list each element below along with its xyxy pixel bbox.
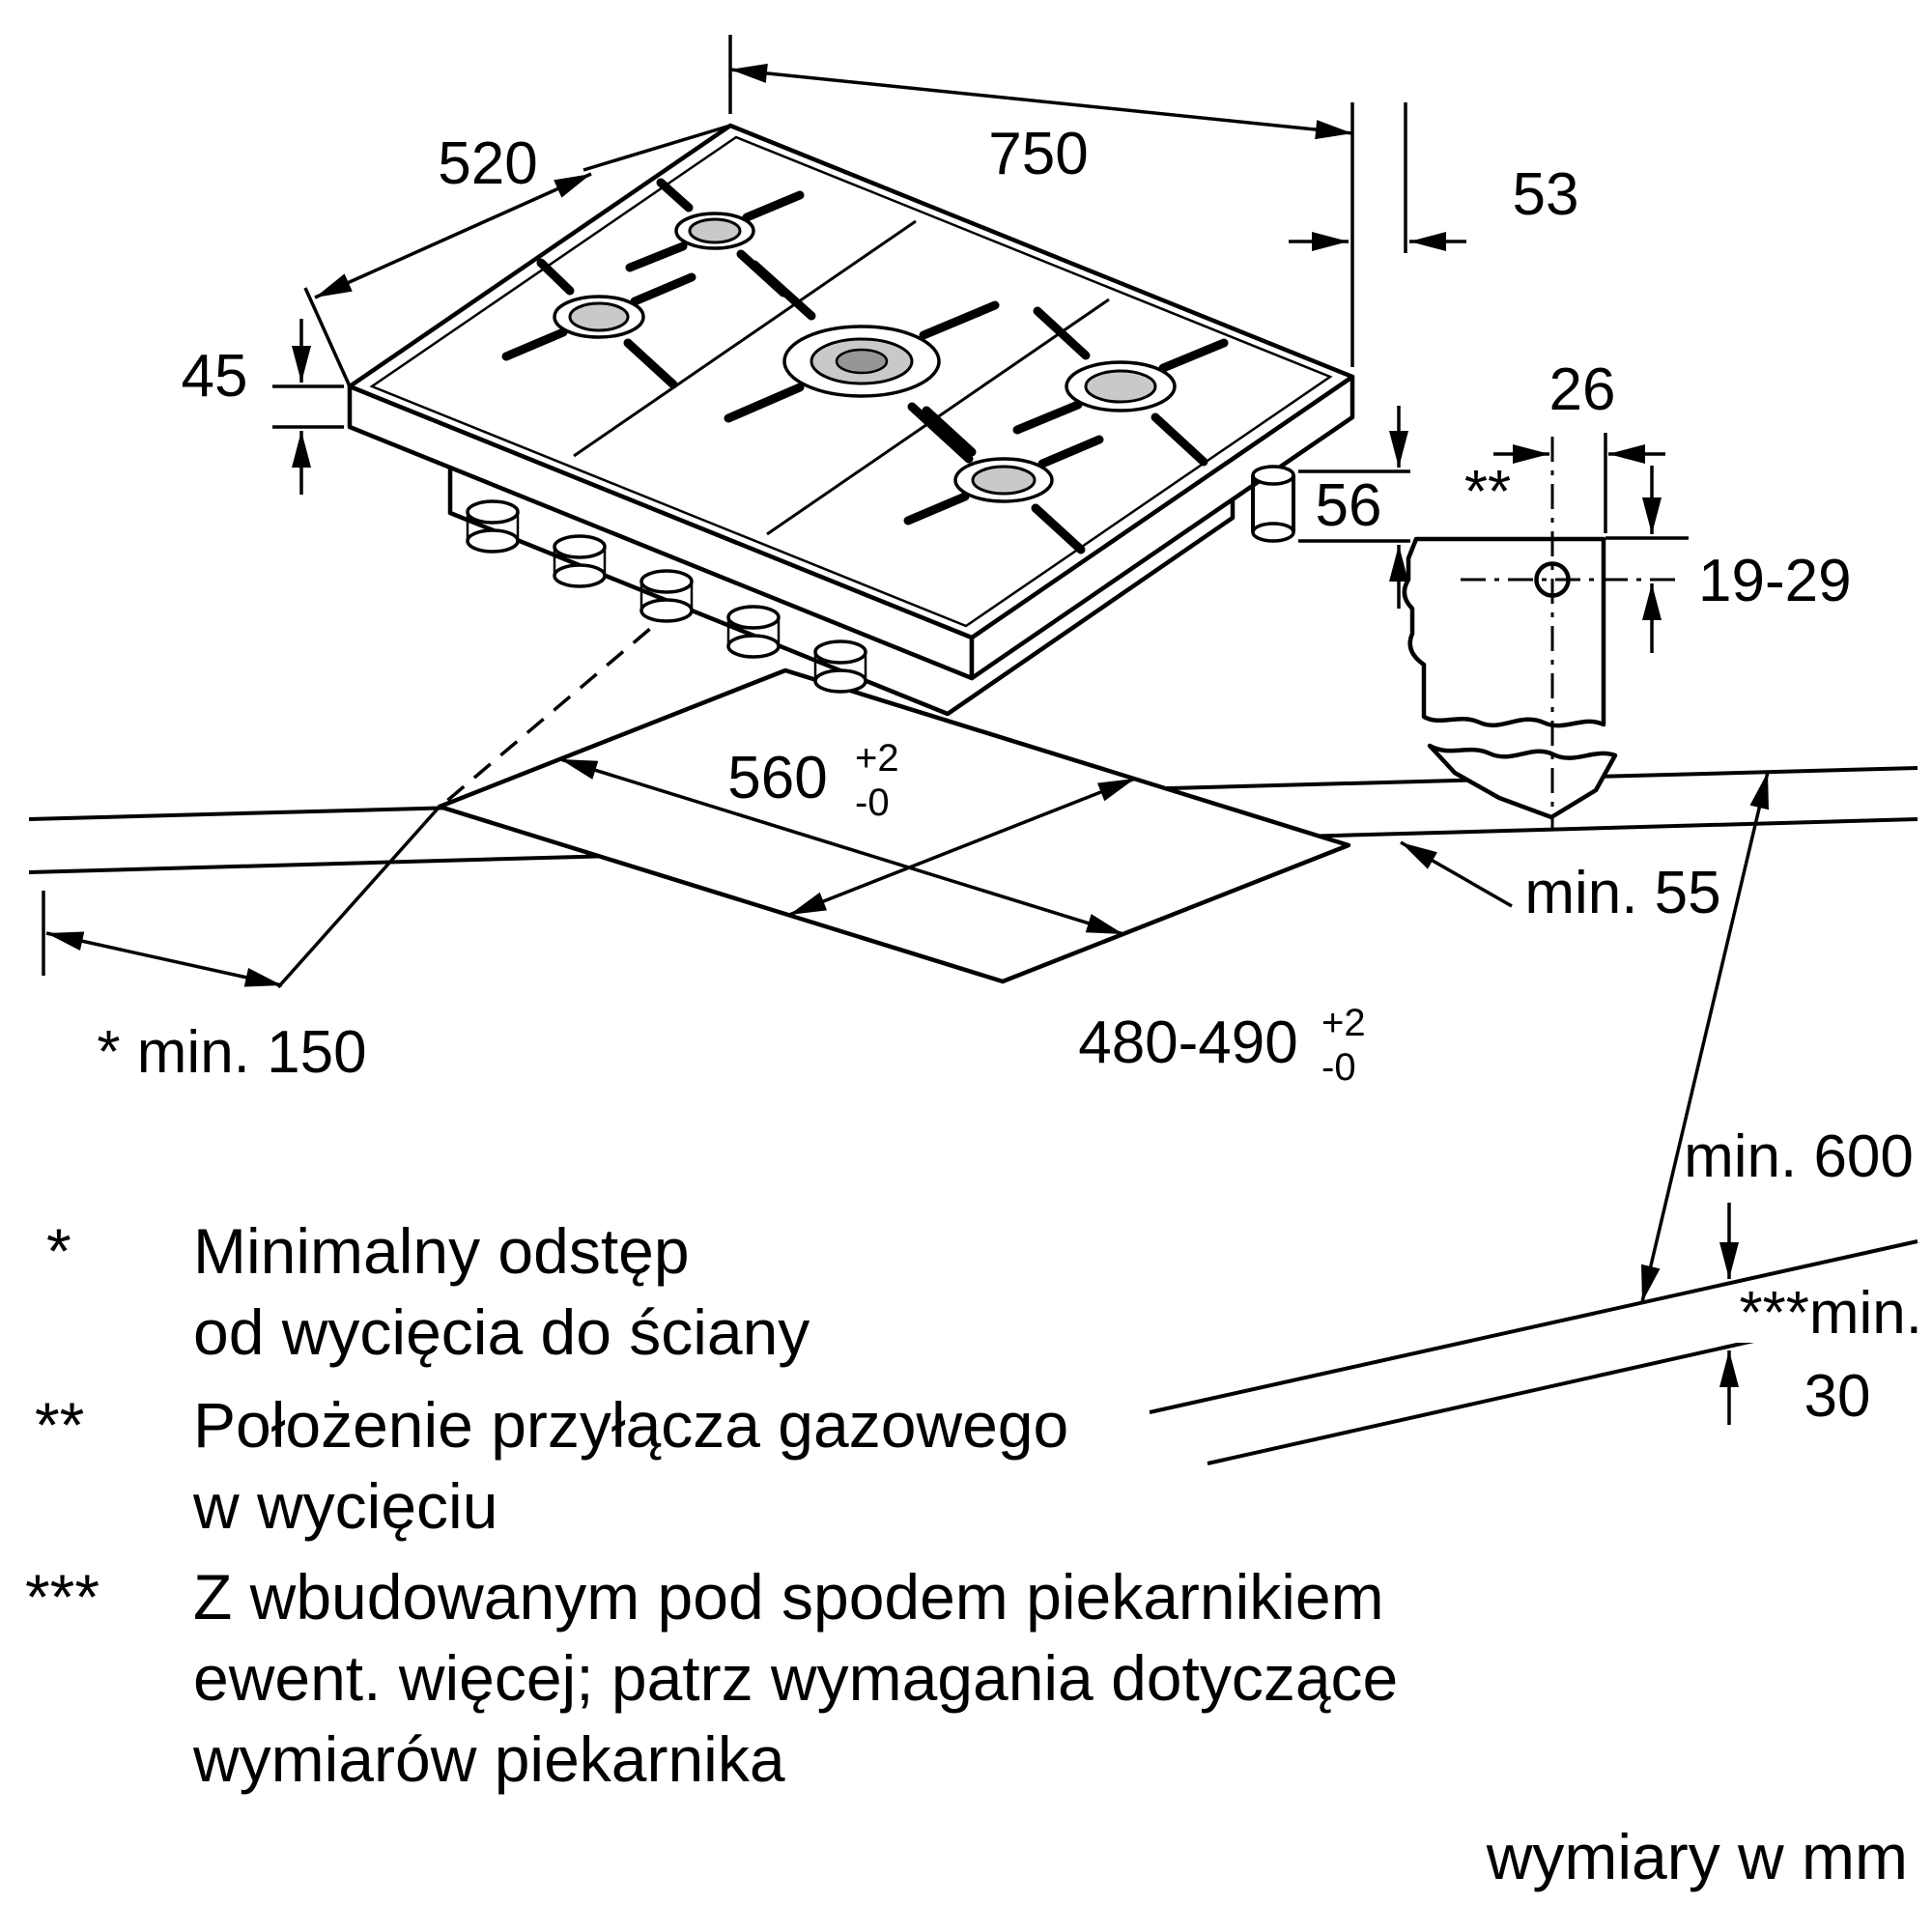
knob-3 <box>639 569 694 623</box>
ext-line-520-front <box>303 287 352 387</box>
footnote-1-marker: * <box>46 1215 71 1287</box>
gas-hob <box>347 123 1355 717</box>
dim-cutout-width-tol-minus: -0 <box>855 781 890 824</box>
counter-depth-dimension: min. 600 <box>1640 771 1914 1303</box>
leader-min55 <box>1400 840 1513 908</box>
dim-cutout-width-tol-plus: +2 <box>855 737 899 780</box>
knob-4 <box>726 605 781 659</box>
dim-line-depth <box>314 172 592 299</box>
dim-line-wall-clearance <box>45 931 283 987</box>
gas-connection-pipe <box>1251 465 1295 543</box>
dim-rear-clearance: min. 55 <box>1524 860 1720 926</box>
burner-center-wok <box>724 260 1000 464</box>
dim-conn-marker: ** <box>1464 459 1511 526</box>
dim-width: 750 <box>988 121 1088 187</box>
worktop-front-edge <box>1149 1239 1918 1414</box>
knob-1 <box>466 499 520 554</box>
dim-gas-drop: 56 <box>1316 472 1382 539</box>
worktop-section-break <box>1427 743 1618 820</box>
dim-front-clearance-value: 30 <box>1804 1363 1871 1430</box>
footnote-1-line-1: Minimalny odstęp <box>193 1215 690 1287</box>
hob-top-inner-outline <box>369 135 1333 628</box>
burner-back-right <box>1012 306 1229 467</box>
footnote-1-line-2: od wycięcia do ściany <box>193 1296 810 1368</box>
footnote-2-marker: ** <box>35 1389 84 1461</box>
dim-cutout-depth-tol-plus: +2 <box>1321 1002 1366 1044</box>
wall-clearance-dimension: * min. 150 <box>42 805 441 1086</box>
dim-conn-offset: 26 <box>1549 356 1616 423</box>
dim-height: 45 <box>182 343 248 410</box>
ext-line-cutout-corner <box>276 805 441 989</box>
cutout-outline <box>437 668 1351 984</box>
footnote-3-line-1: Z wbudowanym pod spodem piekarnikiem <box>193 1561 1384 1633</box>
ext-line-520-rear <box>582 124 731 172</box>
gas-connection-detail: 26 ** 19-29 min. 55 <box>1400 356 1852 926</box>
dim-line-cutout-depth <box>788 777 1136 917</box>
dim-cutout-depth-tol-minus: -0 <box>1321 1046 1356 1089</box>
footnote-3-marker: *** <box>25 1561 99 1633</box>
front-clearance-dimension: ***min. 30 <box>1715 1203 1927 1430</box>
projection-line <box>440 605 678 807</box>
dim-conn-depth: 19-29 <box>1698 548 1852 614</box>
hob-dimensions: 750 520 45 53 56 <box>182 35 1579 609</box>
dim-cutout-depth: 480-490 <box>1078 1009 1298 1076</box>
dim-line-counter-depth <box>1640 771 1770 1303</box>
dim-front-clearance-label: ***min. <box>1739 1280 1922 1347</box>
worktop-cutout: 560 +2 -0 480-490 +2 -0 <box>437 668 1366 1089</box>
dim-cutout-width: 560 <box>727 745 827 811</box>
footnote-2-line-1: Położenie przyłącza gazowego <box>193 1389 1068 1461</box>
dim-counter-depth: min. 600 <box>1684 1123 1914 1190</box>
footnote-3-line-2: ewent. więcej; patrz wymagania dotyczące <box>193 1642 1398 1714</box>
knob-2 <box>553 534 607 588</box>
knob-5 <box>813 639 867 694</box>
footnote-3-line-3: wymiarów piekarnika <box>192 1723 785 1795</box>
unit-note: wymiary w mm <box>1486 1821 1908 1892</box>
label-backplate <box>1715 1293 1927 1343</box>
dim-depth: 520 <box>438 130 537 197</box>
control-knobs <box>466 499 867 694</box>
burner-front-right <box>903 406 1104 554</box>
dim-gas-offset: 53 <box>1513 161 1579 228</box>
footnote-2-line-2: w wycięciu <box>192 1470 497 1542</box>
worktop-section-profile <box>1402 536 1606 728</box>
grate-section-divider-left <box>573 219 917 458</box>
footnotes: * Minimalny odstęp od wycięcia do ściany… <box>25 1215 1908 1892</box>
dim-line-width <box>729 63 1353 140</box>
dim-wall-clearance: * min. 150 <box>97 1019 366 1086</box>
